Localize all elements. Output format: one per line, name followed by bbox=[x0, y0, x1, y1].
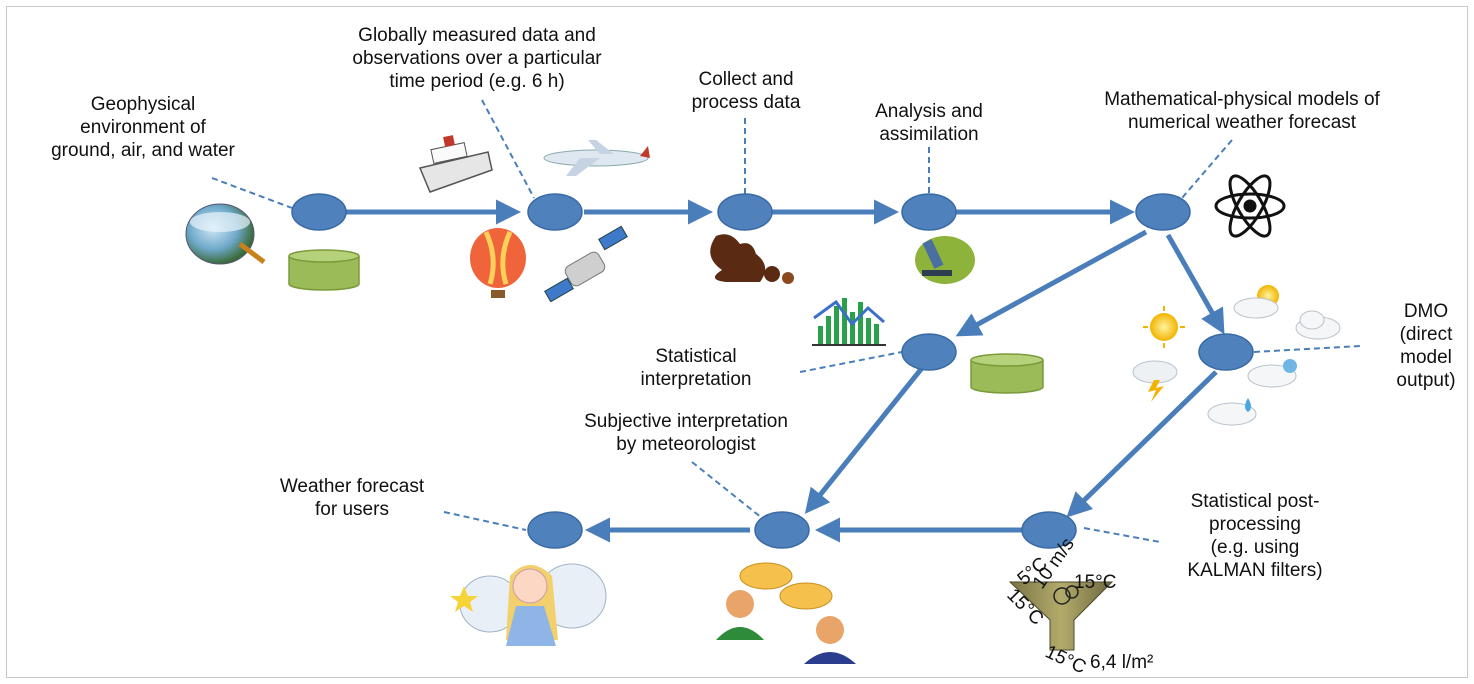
funnel-icon bbox=[1008, 581, 1114, 651]
label-analysis: Analysis and assimilation bbox=[875, 101, 983, 145]
atom-icon bbox=[1214, 174, 1286, 238]
label-forecast: Weather forecast for users bbox=[279, 476, 425, 520]
node-forecast bbox=[527, 511, 583, 549]
satellite-icon bbox=[544, 225, 628, 303]
funnel-text-rain: 6,4 l/m² bbox=[1090, 652, 1153, 673]
cloud-icon bbox=[1295, 310, 1341, 340]
sun-icon bbox=[1143, 306, 1185, 348]
node-collect bbox=[717, 193, 773, 231]
microscope-icon bbox=[915, 236, 975, 284]
airplane-icon bbox=[543, 140, 650, 176]
node-subjective bbox=[754, 511, 810, 549]
bar-chart-icon bbox=[812, 298, 886, 346]
leader-subjective bbox=[691, 461, 763, 519]
snow-cloud-icon bbox=[1247, 359, 1297, 388]
label-dmo: DMO (direct model output) bbox=[1396, 301, 1456, 391]
sun-cloud-icon bbox=[1233, 285, 1279, 319]
arrow-models-to-dmo bbox=[1165, 233, 1225, 335]
arrow-models-to-statistical bbox=[955, 229, 1148, 337]
leader-globally bbox=[481, 99, 535, 199]
rain-cloud-icon bbox=[1207, 398, 1257, 426]
leader-models bbox=[1181, 139, 1233, 199]
node-postprocessing bbox=[1021, 511, 1077, 549]
funnel-text-temp-1: 15°C bbox=[1074, 572, 1116, 593]
node-globally bbox=[527, 193, 583, 231]
label-collect: Collect and process data bbox=[691, 69, 801, 113]
people-talking-icon bbox=[716, 562, 856, 664]
squirrel-icon bbox=[710, 234, 794, 284]
leader-dmo bbox=[1253, 345, 1361, 353]
label-postprocessing: Statistical post- processing (e.g. using… bbox=[1187, 491, 1323, 581]
database-icon bbox=[970, 353, 1044, 394]
arrow-statistical-to-subjective bbox=[804, 366, 924, 514]
ship-icon bbox=[418, 135, 493, 193]
arrow-dmo-to-postprocessing bbox=[1066, 370, 1218, 518]
label-geophysical: Geophysical environment of ground, air, … bbox=[51, 94, 235, 161]
globe-icon bbox=[185, 203, 266, 265]
leader-statistical bbox=[799, 351, 903, 373]
diagram-frame bbox=[6, 6, 1468, 678]
thunder-cloud-icon bbox=[1132, 360, 1178, 402]
label-models: Mathematical-physical models of numerica… bbox=[1104, 89, 1380, 133]
node-models bbox=[1135, 193, 1191, 231]
balloon-icon bbox=[470, 228, 526, 298]
database-icon bbox=[288, 249, 360, 291]
leader-postprocessing bbox=[1083, 527, 1161, 543]
label-subjective: Subjective interpretation by meteorologi… bbox=[584, 411, 788, 455]
label-statistical: Statistical interpretation bbox=[640, 346, 752, 390]
fairy-icon bbox=[450, 563, 607, 646]
node-dmo bbox=[1198, 333, 1254, 371]
node-analysis bbox=[901, 193, 957, 231]
leader-geophysical bbox=[211, 177, 293, 209]
node-geophysical bbox=[291, 193, 347, 231]
leader-forecast bbox=[443, 511, 527, 531]
node-statistical bbox=[901, 333, 957, 371]
label-globally: Globally measured data and observations … bbox=[352, 25, 602, 92]
